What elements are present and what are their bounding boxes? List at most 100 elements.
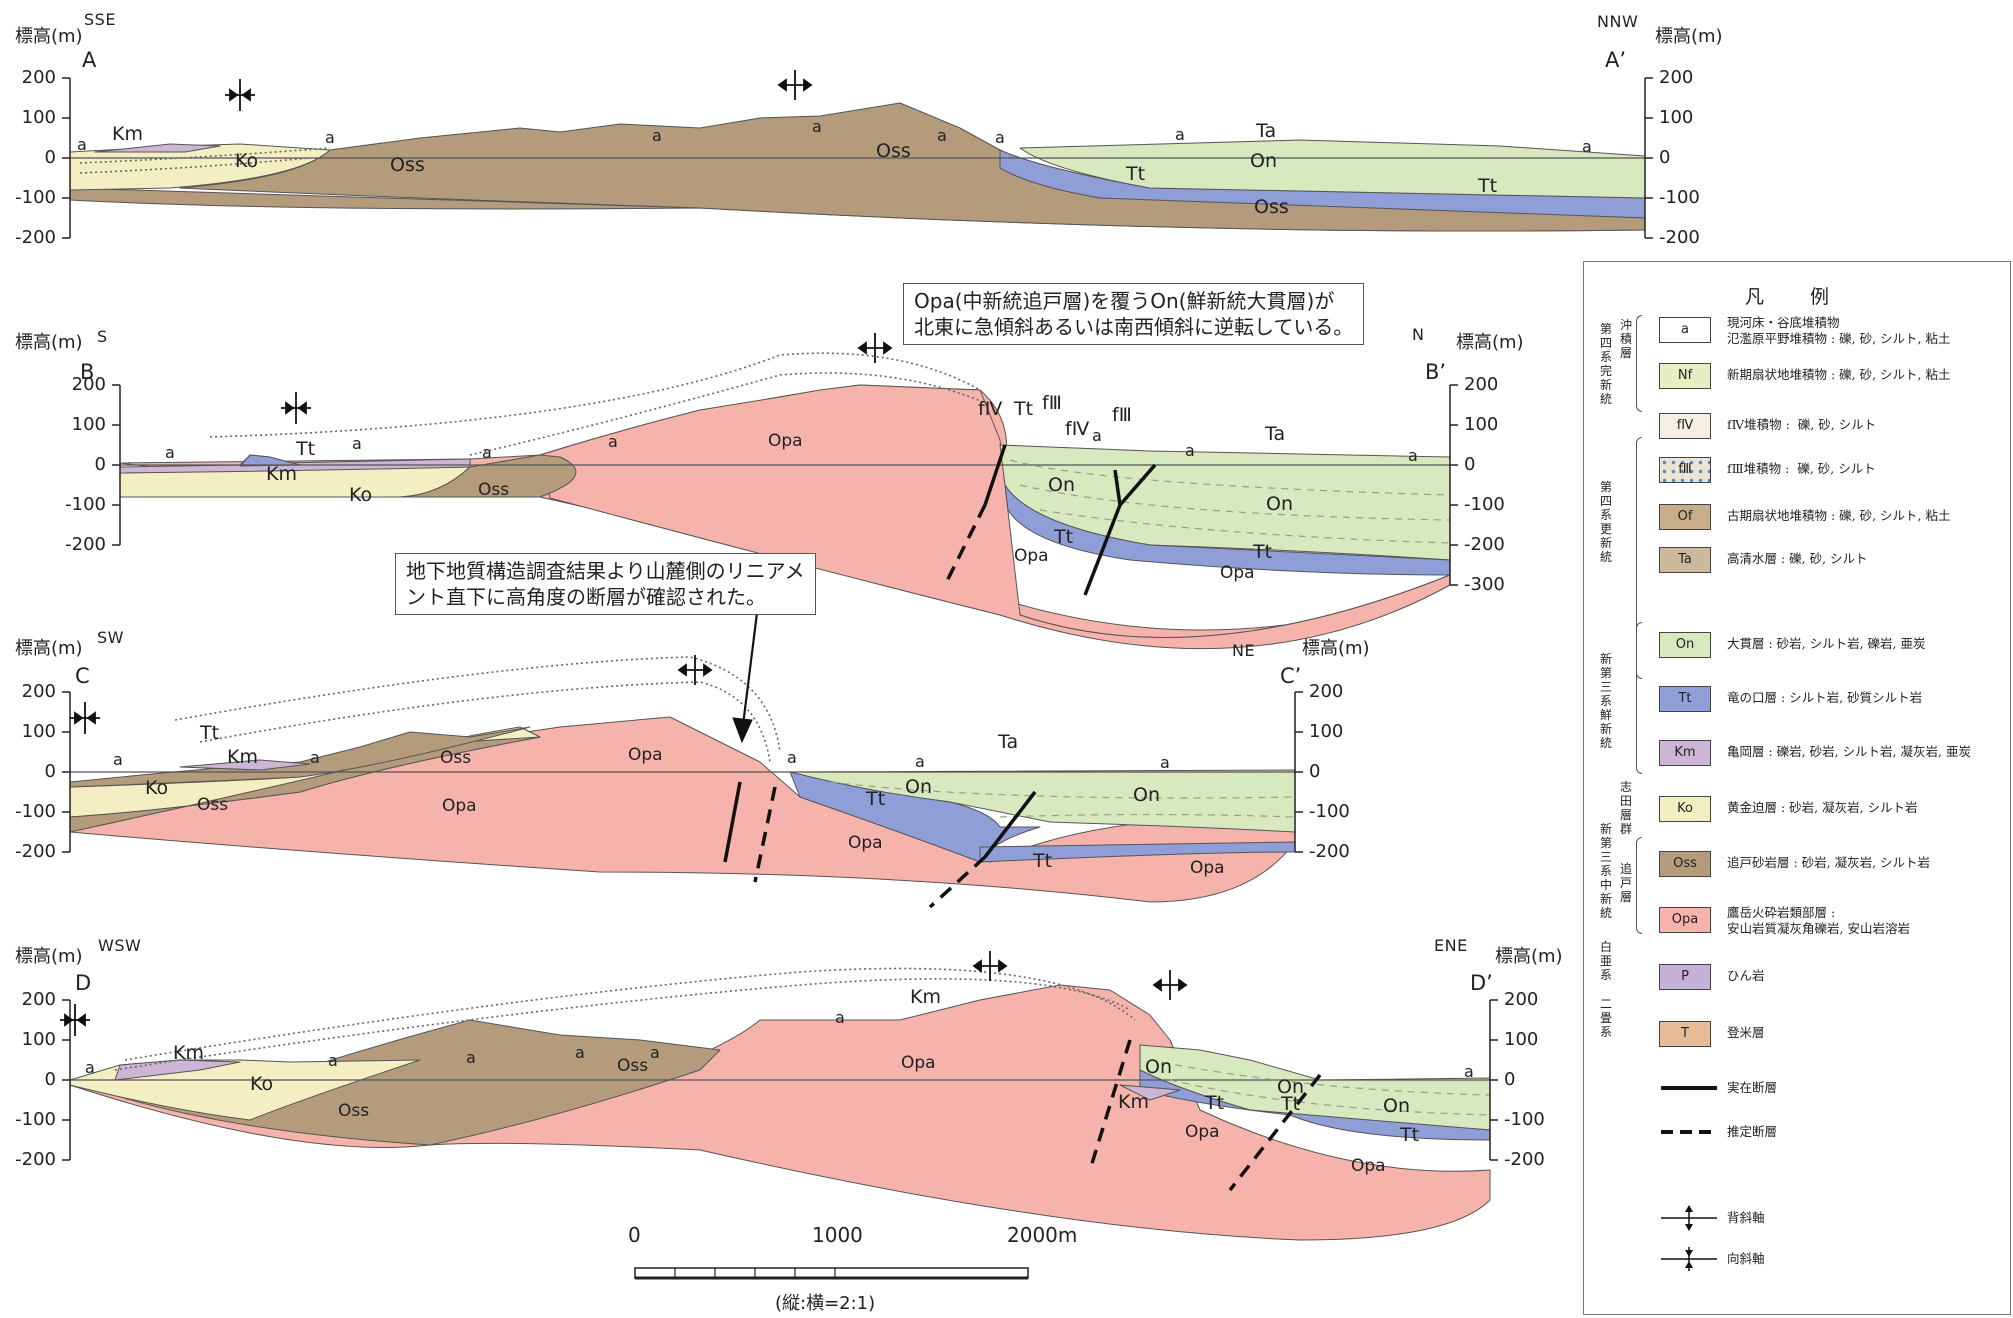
a-layer-label: Oss (1254, 196, 1289, 218)
b-layer-label: fⅢ (1042, 392, 1062, 414)
d-anticline-symbol-arrow-r (998, 959, 1008, 973)
callout-c-note: 地下地質構造調査結果より山麓側のリニアメ ント直下に高角度の断層が確認された。 (395, 553, 816, 615)
b-layer-label: a (352, 434, 362, 453)
legend-symbol-solid (1661, 1086, 1717, 1090)
a-layer-label: a (995, 128, 1005, 147)
c-tt-lower (979, 841, 1296, 863)
a-layer-label: Tt (1478, 175, 1498, 197)
c-section-end: C’ (1280, 664, 1302, 688)
b-tt-layer (1004, 484, 1451, 576)
c-layer-label: Ko (145, 777, 169, 799)
c-ylabel-right: 標高(m) (1302, 638, 1370, 659)
b-fault-solid-3 (1118, 463, 1157, 507)
legend-swatch-Nf: Nf (1659, 363, 1711, 389)
b-layer-label: Opa (1220, 563, 1255, 583)
b-fault-dashed-1 (943, 504, 987, 586)
d-ylabel-right: 標高(m) (1495, 946, 1563, 967)
legend-line-description: 実在断層 (1727, 1080, 1778, 1095)
c-syncline-symbol (70, 702, 100, 734)
d-layer-label: a (650, 1043, 660, 1062)
b-left-tick-label: -100 (65, 494, 106, 515)
c-layer-label: Km (227, 746, 258, 768)
d-left-tick-label: 100 (21, 1029, 56, 1050)
b-anticline-symbol-arrow-r (883, 341, 893, 355)
b-anticline-symbol-arrow-l (857, 341, 867, 355)
b-direction-left: S (97, 327, 108, 346)
c-anticline-symbol (677, 655, 713, 685)
b-right-axis (1449, 384, 1458, 586)
b-left-tick-label: 200 (71, 374, 106, 395)
d-anticline-symbol-2-arrow-l (1152, 978, 1162, 992)
a-layer-label: a (1582, 137, 1592, 156)
legend-description: 黄金迫層 : 砂岩, 凝灰岩, シルト岩 (1727, 800, 1918, 815)
a-right-tick-label: -200 (1659, 227, 1700, 248)
d-left-tick-label: -100 (15, 1109, 56, 1130)
c-layer-label: Opa (442, 796, 477, 816)
legend-description: fⅣ堆積物 : 礫, 砂, シルト (1727, 417, 1877, 432)
scale-tick-0: 0 (628, 1223, 641, 1247)
c-layer-label: Opa (848, 833, 883, 853)
a-layer-label: a (77, 135, 87, 154)
d-section-end: D’ (1470, 971, 1493, 995)
legend-swatch-Ta: Ta (1659, 547, 1711, 573)
b-layer-label: a (1408, 446, 1418, 465)
b-layer-label: Oss (478, 480, 510, 500)
d-fault-dashed-2 (1228, 1073, 1322, 1192)
a-layer-label: Km (112, 123, 143, 145)
a-left-tick-label: 200 (21, 67, 56, 88)
d-layer-label: Km (910, 986, 941, 1008)
c-fault-dashed (753, 786, 777, 883)
d-layer-label: a (575, 1043, 585, 1062)
d-syncline-symbol-arrow-r (76, 1013, 86, 1027)
legend-panel: 凡 例 第四系完新統沖積層第四系更新統新第三系鮮新統新第三系中新統志田層群追戸層… (1583, 261, 2011, 1315)
legend-swatch-T: T (1659, 1021, 1711, 1047)
c-tt-upper (789, 771, 1041, 863)
legend-swatch-Of: Of (1659, 504, 1711, 530)
b-syncline-symbol-arrow-r (297, 401, 307, 415)
legend-description: ひん岩 (1727, 968, 1765, 983)
b-layer-label: On (1048, 474, 1075, 496)
d-layer-label: On (1383, 1095, 1410, 1117)
d-direction-left: WSW (98, 936, 142, 955)
c-anticline-symbol-arrow-r (703, 663, 713, 677)
d-layer-label: a (466, 1048, 476, 1067)
a-syncline-symbol-arrow-r (241, 88, 251, 102)
c-callout-arrow-shaft (740, 604, 760, 734)
b-fold-trace-1 (209, 352, 981, 438)
b-layer-label: Km (266, 463, 297, 485)
d-layer-label: Opa (1185, 1122, 1220, 1142)
b-layer-label: Tt (296, 438, 316, 460)
legend-symbol-dashed (1661, 1130, 1717, 1134)
b-layer-label: Tt (1054, 526, 1074, 548)
c-layer-label: On (905, 776, 932, 798)
b-layer-label: a (165, 443, 175, 462)
d-layer-label: a (835, 1008, 845, 1027)
legend-description: 亀岡層 : 礫岩, 砂岩, シルト岩, 凝灰岩, 亜炭 (1727, 744, 1971, 759)
c-layer-label: a (1160, 753, 1170, 772)
d-anticline-symbol (972, 951, 1008, 981)
a-oss-upper (179, 102, 1646, 232)
a-syncline-symbol-arrow-l (229, 88, 239, 102)
d-left-axis (62, 999, 71, 1161)
a-right-tick-label: -100 (1659, 187, 1700, 208)
c-left-tick-label: -100 (15, 801, 56, 822)
legend-description: 新期扇状地堆積物 : 礫, 砂, シルト, 粘土 (1727, 367, 1951, 382)
a-ylabel-right: 標高(m) (1655, 26, 1723, 47)
d-syncline-symbol-arrow-l (64, 1013, 74, 1027)
d-layer-label: Km (1118, 1091, 1149, 1113)
c-oss-wedge (69, 736, 541, 833)
b-right-tick-label: 0 (1464, 454, 1476, 475)
legend-line-description: 背斜軸 (1727, 1210, 1765, 1225)
a-right-tick-label: 200 (1659, 67, 1694, 88)
legend-symbol-part (1685, 1205, 1693, 1212)
legend-group-label: 追戸層 (1619, 862, 1632, 904)
d-direction-right: ENE (1434, 936, 1468, 955)
legend-description: 現河床・谷底堆積物 氾濫原平野堆積物 : 礫, 砂, シルト, 粘土 (1727, 315, 1951, 346)
legend-description: 登米層 (1727, 1025, 1765, 1040)
d-layer-label: Tt (1281, 1093, 1301, 1115)
d-syncline-symbol (60, 1004, 90, 1036)
legend-group-label: 志田層群 (1619, 780, 1632, 836)
c-left-tick-label: 200 (21, 681, 56, 702)
a-section-start: A (82, 48, 97, 72)
